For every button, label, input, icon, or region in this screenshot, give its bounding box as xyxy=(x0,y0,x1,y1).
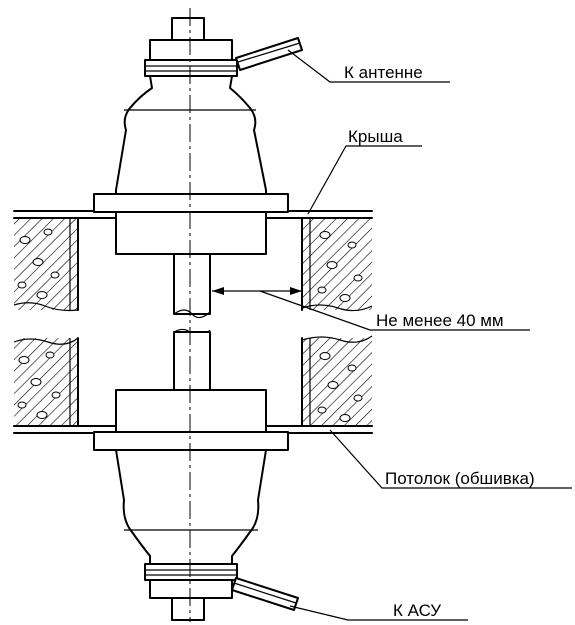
leader-to-asu xyxy=(289,605,468,621)
wall-left-lower xyxy=(13,337,79,427)
upper-insulator xyxy=(93,17,289,255)
label-roof: Крыша xyxy=(348,127,403,146)
label-to-antenna: К антенне xyxy=(344,63,423,82)
label-min-distance: Не менее 40 мм xyxy=(376,311,504,330)
cable-upper xyxy=(235,37,303,71)
label-to-asu: К АСУ xyxy=(393,601,441,620)
wall-right-lower xyxy=(301,335,373,427)
cable-lower xyxy=(231,577,299,611)
leader-roof xyxy=(307,145,422,215)
label-ceiling: Потолок (обшивка) xyxy=(385,469,535,488)
dimension-arrow xyxy=(212,287,302,295)
connecting-rod xyxy=(173,253,211,391)
leader-ceiling xyxy=(329,429,572,489)
lower-insulator xyxy=(93,389,289,621)
wall-right-upper xyxy=(301,217,373,312)
leader-to-antenna xyxy=(287,49,450,83)
leader-min-distance xyxy=(259,290,530,331)
wall-left-upper xyxy=(13,217,79,312)
